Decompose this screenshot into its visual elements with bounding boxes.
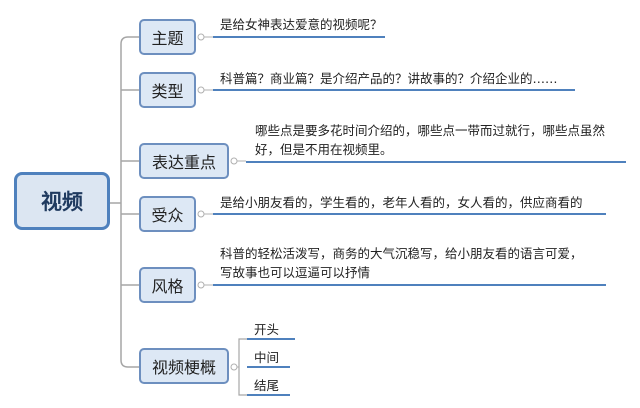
branch-topic[interactable]: 主题 (139, 19, 196, 55)
branch-label: 表达重点 (151, 153, 216, 172)
root-node[interactable]: 视频 (14, 172, 110, 230)
branch-style[interactable]: 风格 (139, 267, 196, 303)
branch-label: 受众 (151, 206, 184, 225)
branch-label: 视频梗概 (151, 358, 216, 377)
type-text: 科普篇？商业篇？是介绍产品的？讲故事的？介绍企业的…… (220, 71, 558, 86)
style-text-2: 写故事也可以逗逼可以抒情 (220, 265, 371, 280)
branch-key-points[interactable]: 表达重点 (139, 143, 229, 179)
branch-type[interactable]: 类型 (139, 72, 196, 108)
branch-label: 风格 (151, 277, 184, 296)
audience-text: 是给小朋友看的，学生看的，老年人看的，女人看的，供应商看的 (220, 195, 583, 210)
synopsis-child-opening[interactable]: 开头 (254, 322, 280, 337)
branch-label: 主题 (151, 29, 184, 48)
topic-text: 是给女神表达爱意的视频呢？ (220, 17, 383, 32)
key-points-text-1: 哪些点是要多花时间介绍的，哪些点一带而过就行，哪些点虽然 (255, 123, 606, 138)
branch-synopsis[interactable]: 视频梗概 (139, 348, 229, 384)
synopsis-child-middle[interactable]: 中间 (254, 350, 280, 365)
synopsis-child-ending[interactable]: 结尾 (254, 378, 280, 393)
key-points-text-2: 好，但是不用在视频里。 (255, 142, 393, 157)
branch-audience[interactable]: 受众 (139, 196, 196, 232)
branch-label: 类型 (151, 82, 184, 101)
root-label: 视频 (41, 190, 83, 214)
style-text-1: 科普的轻松活泼写，商务的大气沉稳写，给小朋友看的语言可爱， (220, 246, 583, 261)
